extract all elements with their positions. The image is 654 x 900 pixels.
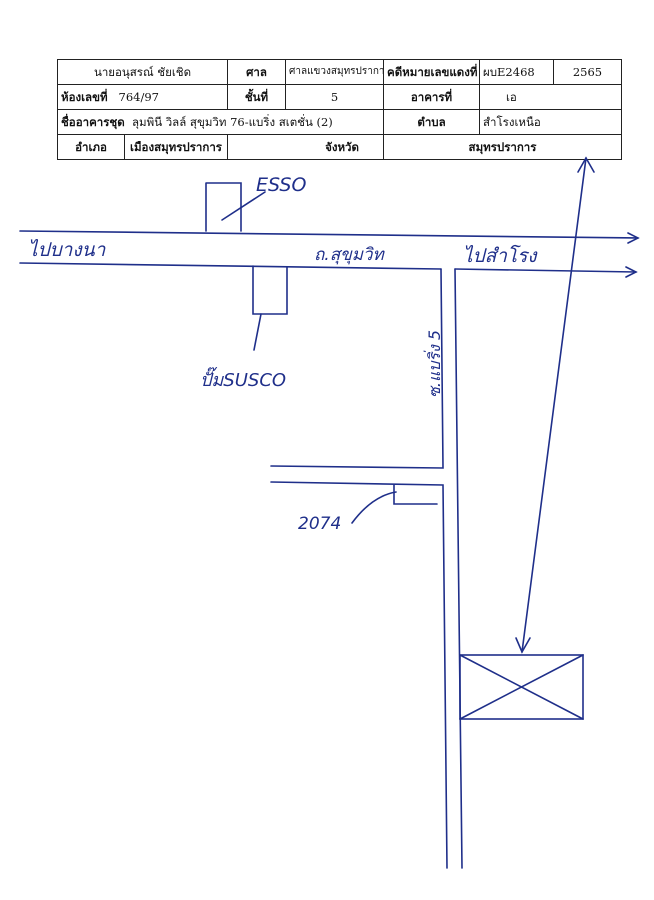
province-value: สมุทรปราการ bbox=[383, 134, 622, 160]
room-value: 764/97 bbox=[118, 90, 159, 104]
road-name-label: ถ.สุขุมวิท bbox=[314, 245, 385, 265]
property-location-box bbox=[459, 654, 584, 720]
info-row-condo: ชื่ออาคารชุด ลุมพินี วิลล์ สุขุมวิท 76-แ… bbox=[57, 109, 622, 135]
susco-label: ปั๊มSUSCO bbox=[200, 366, 286, 391]
right-direction-label: ไปสำโรง bbox=[463, 244, 538, 267]
case-number-value: ผบE2468 bbox=[479, 59, 554, 85]
condo-value: ลุมพินี วิลล์ สุขุมวิท 76-แบริ่ง สเตชั่น… bbox=[132, 115, 333, 129]
room-label: ห้องเลขที่ bbox=[61, 90, 108, 104]
soi-left-lower-line bbox=[270, 481, 448, 869]
pointer-arrow-head-bottom bbox=[515, 637, 531, 654]
esso-label: ESSO bbox=[256, 174, 306, 196]
soi-name-label: ซ.แบริ่ง 5 bbox=[423, 330, 444, 398]
soi-left-upper-line bbox=[270, 268, 444, 469]
district-label: อำเภอ bbox=[59, 135, 125, 159]
owner-name: นายอนุสรณ์ ชัยเชิด bbox=[57, 59, 228, 85]
info-row-room: ห้องเลขที่ 764/97 ชั้นที่ 5 อาคารที่ เอ bbox=[57, 84, 622, 110]
info-row-district: อำเภอ เมืองสมุทรปราการ จังหวัด สมุทรปราก… bbox=[57, 134, 622, 160]
junction-number-label: 2074 bbox=[298, 514, 341, 534]
district-cell: อำเภอ เมืองสมุทรปราการ bbox=[57, 134, 228, 160]
susco-leader-line bbox=[253, 313, 262, 351]
pointer-line bbox=[521, 157, 587, 653]
condo-label: ชื่ออาคารชุด bbox=[61, 115, 125, 129]
esso-leader-line bbox=[221, 191, 266, 221]
subdistrict-value: สำโรงเหนือ bbox=[479, 109, 622, 135]
junction-leader-line bbox=[351, 491, 397, 524]
main-road-bottom-left-line bbox=[19, 262, 442, 270]
district-value: เมืองสมุทรปราการ bbox=[130, 140, 222, 154]
esso-building bbox=[205, 182, 242, 232]
info-row-owner: นายอนุสรณ์ ชัยเชิด ศาล ศาลแขวงสมุทรปรากา… bbox=[57, 59, 622, 85]
main-road-arrow-bottom bbox=[625, 266, 638, 278]
property-location-cross bbox=[459, 654, 584, 720]
soi-right-line bbox=[454, 268, 463, 869]
left-direction-label: ไปบางนา bbox=[28, 238, 107, 261]
main-road-top-line bbox=[19, 230, 639, 239]
property-info-table: นายอนุสรณ์ ชัยเชิด ศาล ศาลแขวงสมุทรปรากา… bbox=[57, 59, 622, 160]
court-label: ศาล bbox=[227, 59, 286, 85]
main-road-arrow-top bbox=[627, 232, 640, 244]
pointer-arrow-head-top bbox=[577, 156, 595, 173]
condo-cell: ชื่ออาคารชุด ลุมพินี วิลล์ สุขุมวิท 76-แ… bbox=[57, 109, 384, 135]
main-road-bottom-right-line bbox=[454, 268, 637, 273]
floor-label: ชั้นที่ bbox=[227, 84, 286, 110]
building-label: อาคารที่ bbox=[383, 84, 480, 110]
junction-marker bbox=[393, 484, 438, 505]
province-label: จังหวัด bbox=[227, 134, 384, 160]
room-cell: ห้องเลขที่ 764/97 bbox=[57, 84, 228, 110]
susco-building bbox=[252, 265, 288, 315]
